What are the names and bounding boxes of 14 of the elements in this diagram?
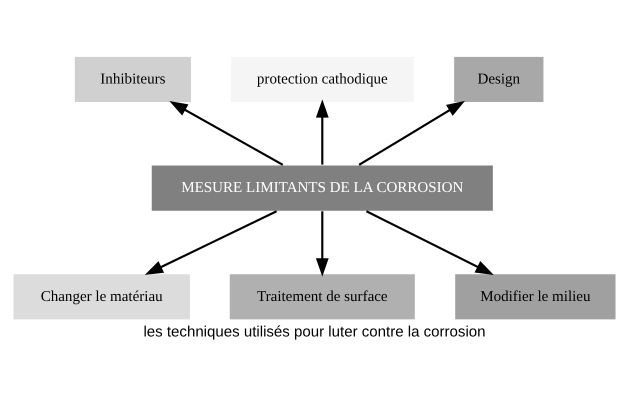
- arrow: [366, 210, 494, 274]
- node-box: Inhibiteurs: [74, 55, 192, 103]
- arrow: [316, 210, 329, 276]
- arrow: [144, 210, 278, 274]
- node-box: Modifier le milieu: [454, 272, 617, 320]
- node-box: protection cathodique: [230, 55, 415, 103]
- node-box: MESURE LIMITANTS DE LA CORROSION: [150, 164, 494, 212]
- arrow: [358, 100, 465, 166]
- node-box: Traitement de surface: [228, 272, 416, 320]
- caption: les techniques utilisés pour luter contre la corrosion: [143, 322, 486, 340]
- node-box: Changer le matériau: [12, 272, 192, 320]
- node-box: Design: [453, 55, 545, 103]
- arrow: [169, 100, 284, 166]
- arrow: [316, 98, 329, 164]
